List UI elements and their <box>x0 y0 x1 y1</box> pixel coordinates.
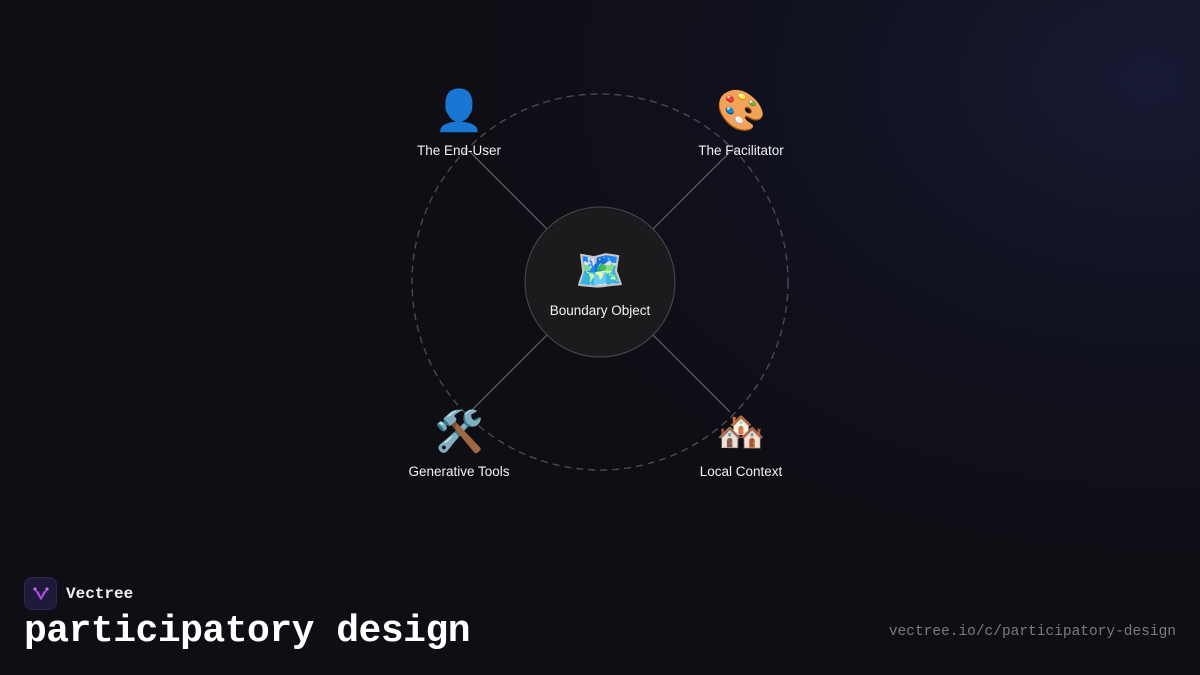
node-facilitator: 🎨 The Facilitator <box>698 86 784 158</box>
connector-arrow <box>469 321 561 413</box>
brand-name: Vectree <box>66 584 134 603</box>
center-node-circle <box>524 206 676 358</box>
center-node-label: Boundary Object <box>550 303 651 318</box>
node-label: Generative Tools <box>408 464 509 479</box>
user-icon: 👤 <box>434 87 484 134</box>
brand: Vectree <box>24 577 133 610</box>
node-end-user: 👤 The End-User <box>417 87 502 158</box>
node-generative-tools: 🛠️ Generative Tools <box>408 407 509 479</box>
palette-icon: 🎨 <box>716 86 766 134</box>
world-map-icon: 🗺️ <box>575 248 625 294</box>
page-url: vectree.io/c/participatory-design <box>888 624 1176 640</box>
connectors <box>469 151 731 413</box>
node-label: The Facilitator <box>698 143 784 158</box>
page-title: participatory design <box>24 610 471 653</box>
connector-arrow <box>639 151 731 243</box>
node-label: The End-User <box>417 143 502 158</box>
node-local-context: 🏘️ Local Context <box>700 409 783 479</box>
vectree-logo-icon <box>24 577 57 610</box>
outer-orbit-circle <box>411 93 789 471</box>
houses-icon: 🏘️ <box>716 409 766 455</box>
connector-arrow <box>469 151 561 243</box>
tools-icon: 🛠️ <box>434 407 484 455</box>
node-label: Local Context <box>700 464 783 479</box>
connector-arrow <box>639 321 731 413</box>
